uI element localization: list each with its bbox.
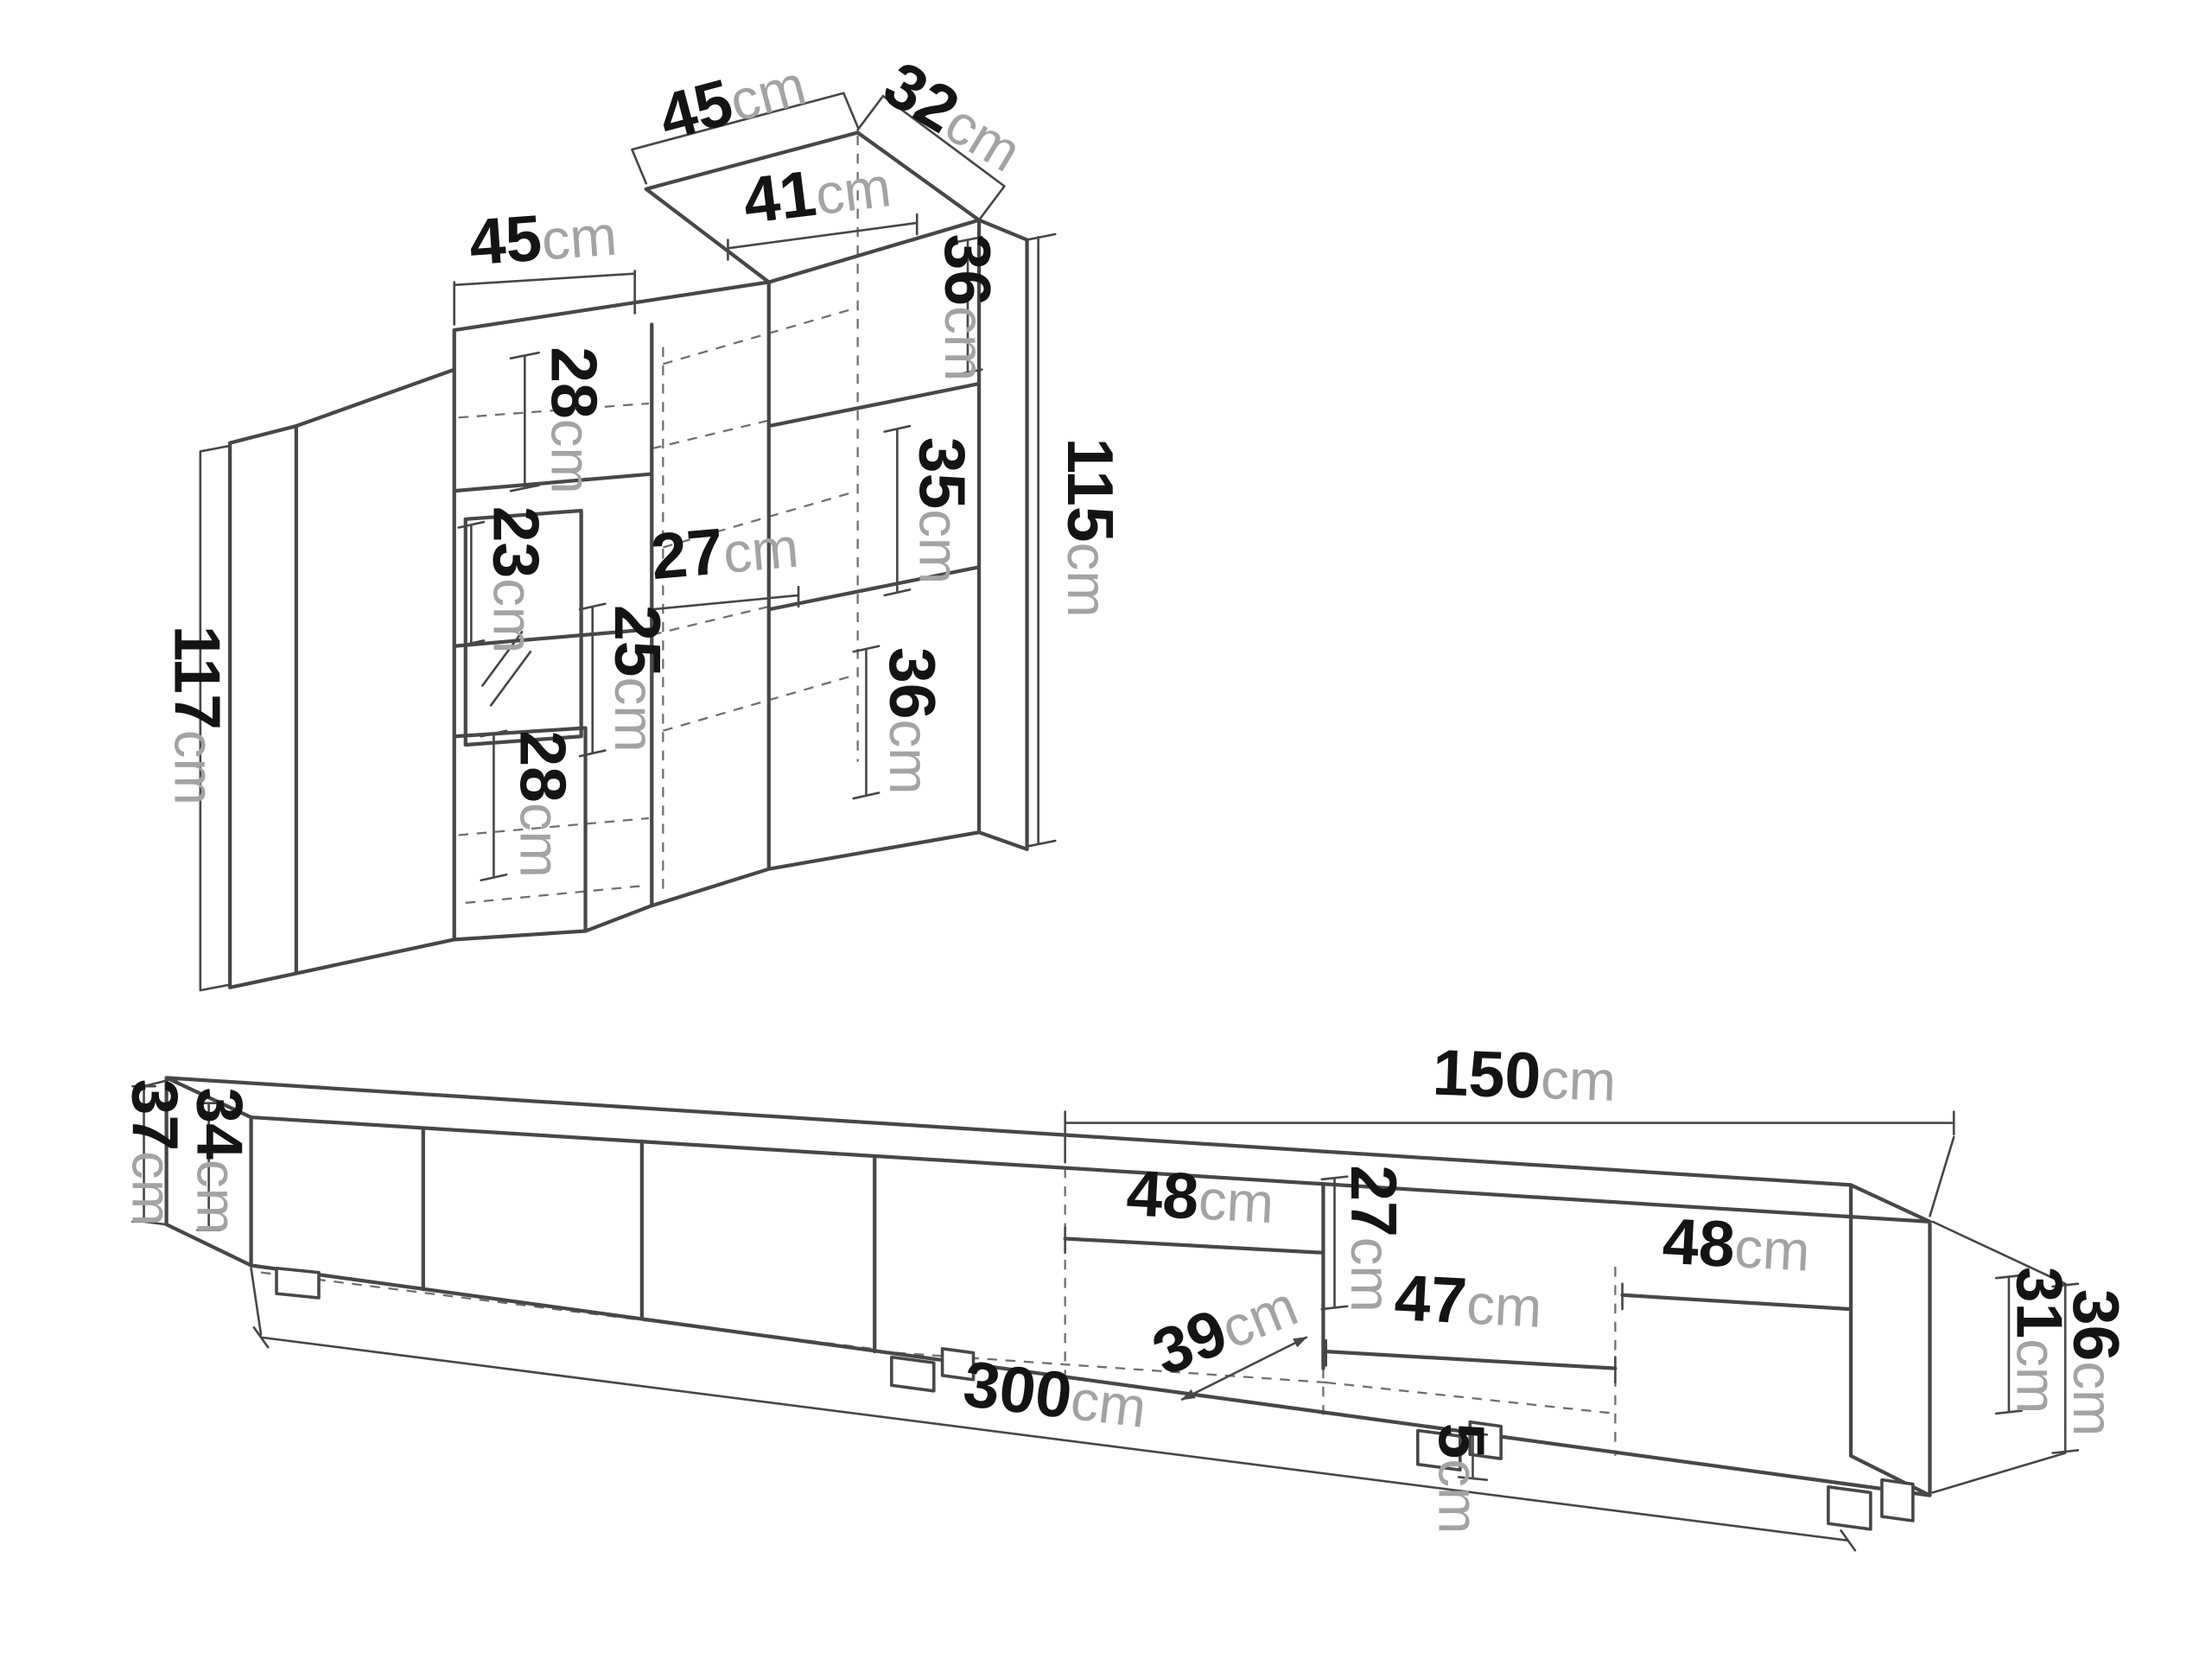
dim-wall-right-mid-shelf-label: 35cm (906, 437, 978, 585)
dim-wall-left-lower-shelf-label: 28cm (506, 730, 579, 878)
tv-stand-outline (164, 1076, 1932, 1497)
dim-tv-right-shelf-label: 48cm (1661, 1205, 1812, 1285)
tv-stand-feet (275, 1266, 1915, 1531)
glass-hatch-marks (481, 631, 532, 707)
tv-stand-dimension-lines (131, 1079, 2080, 1552)
dim-tv-total-length-label: 300cm (960, 1347, 1151, 1441)
dim-tv-mid-shelf-label: 48cm (1125, 1156, 1276, 1236)
dim-wall-left-door-label: 23cm (480, 506, 552, 654)
dim-wall-right-upper-shelf-label: 36cm (931, 234, 1004, 382)
dim-wall-top-width-label: 45cm (652, 46, 813, 154)
tv-stand-drawing: 37cm 34cm 150cm 48cm 27cm 48cm 47cm 39cm… (118, 1036, 2133, 1552)
dim-tv-inner-shelf-label: 47cm (1393, 1261, 1544, 1341)
dim-tv-right-height-inner-label: 31cm (2004, 1267, 2076, 1414)
dim-tv-left-height-outer-label: 37cm (118, 1079, 191, 1227)
wall-unit-dimension-lines (199, 92, 1057, 992)
dim-tv-right-height-outer-label: 36cm (2060, 1289, 2133, 1437)
dim-wall-top-inner-width-label: 41cm (740, 147, 895, 237)
dim-tv-foot-height-label: 5cm (1425, 1423, 1497, 1535)
dim-wall-left-top-width-label: 45cm (467, 196, 619, 279)
dim-tv-mid-gap-label: 27cm (1338, 1165, 1410, 1313)
dim-wall-right-lower-shelf-label: 36cm (876, 647, 949, 795)
dim-tv-left-height-inner-label: 34cm (184, 1087, 257, 1235)
dim-wall-left-upper-shelf-label: 28cm (537, 346, 610, 494)
depth-arrow (1180, 1336, 1308, 1401)
wall-unit-hidden-edges (458, 135, 859, 905)
dim-wall-right-height-label: 115cm (1054, 438, 1127, 618)
dim-wall-center-height-label: 25cm (601, 605, 674, 753)
wall-unit-drawing: 45cm 32cm 41cm 45cm 28cm 36cm 115cm 35cm… (161, 46, 1127, 992)
dim-wall-center-width-label: 27cm (648, 508, 801, 594)
dim-wall-left-height-label: 117cm (161, 626, 233, 805)
dim-tv-right-section-label: 150cm (1432, 1036, 1618, 1115)
